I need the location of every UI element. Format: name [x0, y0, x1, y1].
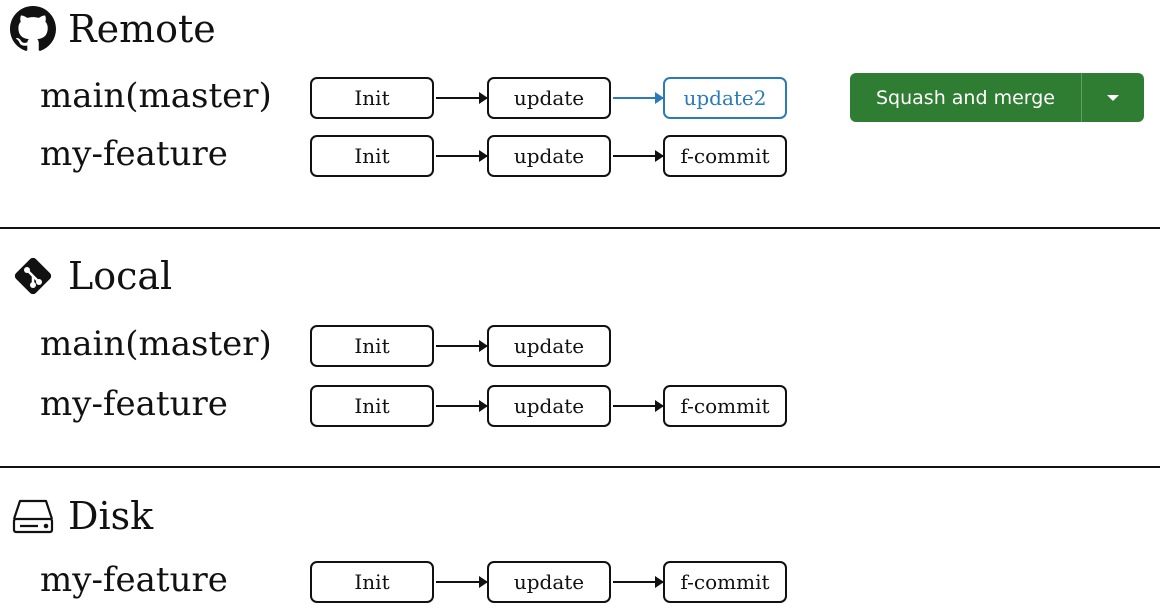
- commit-node: f-commit: [663, 385, 787, 427]
- commit-node: update: [487, 77, 611, 119]
- remote-title-text: Remote: [68, 7, 216, 51]
- squash-and-merge-button[interactable]: Squash and merge: [850, 73, 1082, 122]
- commit-node: Init: [310, 561, 434, 603]
- commit-node: update: [487, 325, 611, 367]
- commit-node: update: [487, 385, 611, 427]
- section-divider: [0, 466, 1160, 468]
- disk-section-title: Disk: [10, 493, 153, 539]
- commit-arrow: [436, 400, 488, 412]
- disk-title-text: Disk: [68, 494, 154, 538]
- commit-node-new: update2: [663, 77, 787, 119]
- commit-arrow: [436, 150, 488, 162]
- caret-down-icon: [1107, 94, 1119, 101]
- commit-node: Init: [310, 385, 434, 427]
- merge-options-dropdown[interactable]: [1082, 73, 1144, 122]
- commit-arrow: [613, 576, 664, 588]
- github-icon: [10, 6, 56, 52]
- local-branch-label-feature: my-feature: [40, 384, 228, 424]
- commit-node: Init: [310, 77, 434, 119]
- commit-node: f-commit: [663, 135, 787, 177]
- local-section-title: Local: [10, 253, 172, 299]
- commit-node: f-commit: [663, 561, 787, 603]
- commit-node: Init: [310, 325, 434, 367]
- commit-arrow: [436, 576, 488, 588]
- hard-drive-icon: [10, 493, 56, 539]
- commit-node: update: [487, 561, 611, 603]
- commit-node: Init: [310, 135, 434, 177]
- commit-arrow: [613, 150, 664, 162]
- local-branch-label-main: main(master): [40, 324, 272, 364]
- remote-section-title: Remote: [10, 6, 216, 52]
- local-title-text: Local: [68, 254, 173, 298]
- commit-arrow: [436, 340, 488, 352]
- remote-branch-label-feature: my-feature: [40, 134, 228, 174]
- section-divider: [0, 227, 1160, 229]
- commit-node: update: [487, 135, 611, 177]
- squash-and-merge-button-group: Squash and merge: [850, 73, 1144, 122]
- disk-branch-label-feature: my-feature: [40, 560, 228, 600]
- commit-arrow: [613, 400, 664, 412]
- commit-arrow-highlight: [613, 92, 664, 104]
- remote-branch-label-main: main(master): [40, 76, 272, 116]
- git-icon: [10, 253, 56, 299]
- commit-arrow: [436, 92, 488, 104]
